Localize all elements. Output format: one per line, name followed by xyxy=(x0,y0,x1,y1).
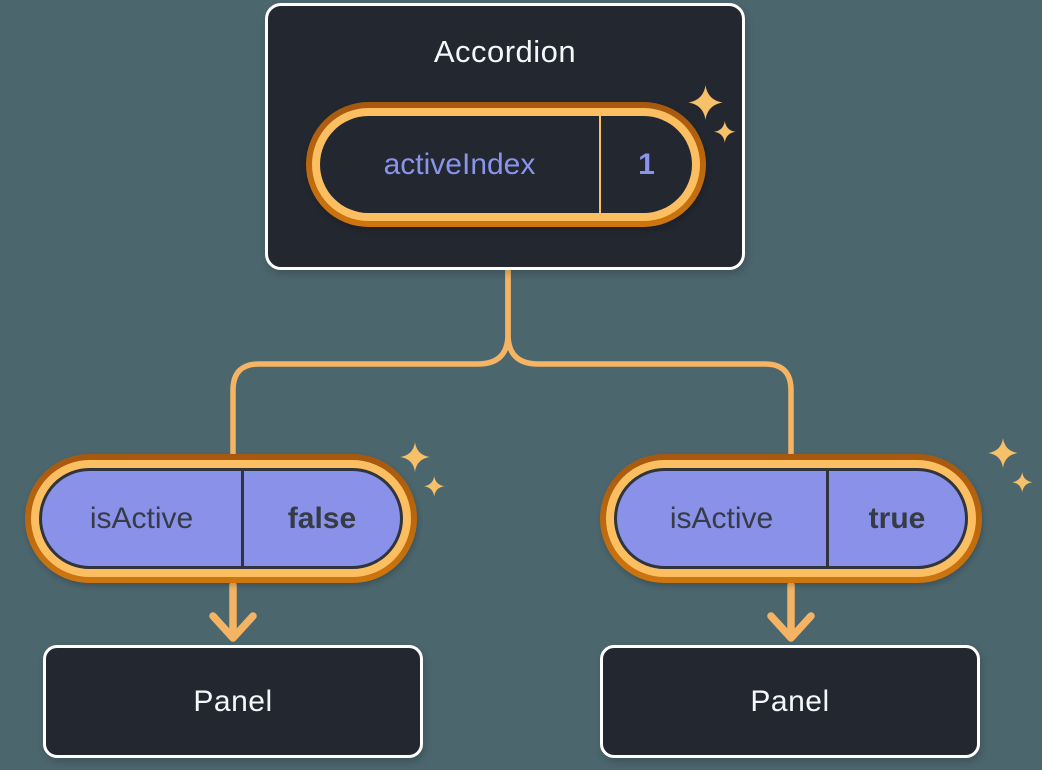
state-pill-active-index: activeIndex 1 xyxy=(306,102,706,227)
panel-node-right: Panel xyxy=(600,645,980,758)
panel-node-left: Panel xyxy=(43,645,423,758)
connector-root-to-right xyxy=(505,267,794,459)
prop-pill-left-ring: isActive false xyxy=(31,460,411,577)
state-pill-core: activeIndex 1 xyxy=(320,116,692,213)
state-pill-value: 1 xyxy=(638,147,655,181)
prop-pill-left-is-active: isActive false xyxy=(25,454,417,583)
sparkle-icon xyxy=(988,438,1033,493)
prop-pill-right-ring: isActive true xyxy=(606,460,976,577)
prop-pill-left-value: false xyxy=(287,501,357,535)
arrow-down-left-icon xyxy=(209,581,257,642)
prop-pill-left-divider xyxy=(241,471,244,566)
prop-pill-right-is-active: isActive true xyxy=(600,454,982,583)
state-pill-ring: activeIndex 1 xyxy=(312,108,700,221)
prop-pill-left-core: isActive false xyxy=(39,468,403,569)
panel-right-title: Panel xyxy=(750,684,830,718)
prop-pill-right-label: isActive xyxy=(669,501,774,535)
prop-pill-right-value: true xyxy=(868,501,926,535)
arrow-down-right-icon xyxy=(767,581,815,642)
accordion-title: Accordion xyxy=(433,34,577,69)
panel-left-title: Panel xyxy=(193,684,273,718)
prop-pill-right-divider xyxy=(826,471,829,566)
prop-pill-left-label: isActive xyxy=(89,501,194,535)
state-pill-label: activeIndex xyxy=(383,147,536,181)
prop-pill-right-core: isActive true xyxy=(614,468,968,569)
connector-root-to-left xyxy=(230,267,511,459)
state-pill-divider xyxy=(599,116,601,213)
